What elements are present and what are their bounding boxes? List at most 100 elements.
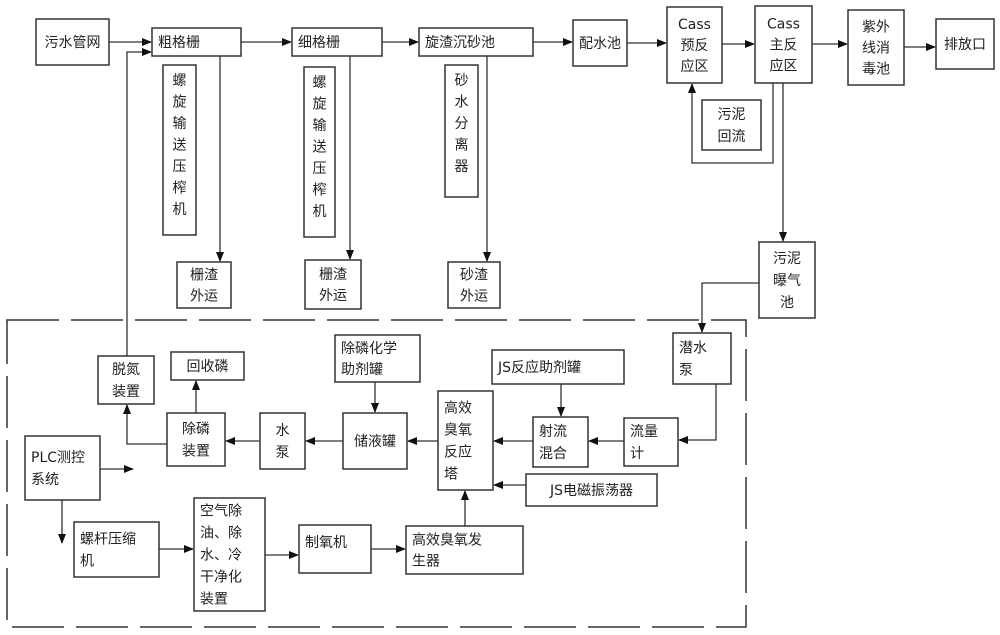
box-label-line: 榨 xyxy=(313,182,327,199)
box-label-line: 水 xyxy=(455,95,469,111)
box-label-line: 器 xyxy=(455,159,469,175)
box-label-line: 离 xyxy=(455,137,469,154)
box-label-line: 压 xyxy=(173,159,187,175)
box-outline xyxy=(97,355,155,405)
box-label-line: 机 xyxy=(173,202,187,218)
box-outline xyxy=(447,261,501,309)
box-label-line: 线消 xyxy=(862,41,890,57)
box-label-line: 除磷 xyxy=(182,422,210,438)
box-label-line: 塔 xyxy=(444,467,458,483)
box-label-line: 助剂罐 xyxy=(341,362,383,378)
box-oxygen: 制氧机 xyxy=(298,524,372,574)
box-label-line: 细格栅 xyxy=(298,35,340,51)
box-label-line: 排放口 xyxy=(944,37,986,53)
box-grit: 旋渣沉砂池 xyxy=(418,27,534,57)
box-label-line: 池 xyxy=(780,295,794,311)
box-label-line: 输 xyxy=(313,118,327,134)
box-outline xyxy=(334,334,421,383)
box-label-line: 螺 xyxy=(313,75,327,91)
box-label-line: 分 xyxy=(455,116,469,132)
box-label-line: 预反 xyxy=(681,38,709,54)
flow-arrows xyxy=(58,38,936,559)
box-label-line: 臭氧 xyxy=(444,423,472,439)
box-label-line: 反应 xyxy=(444,444,472,461)
box-label-line: 应区 xyxy=(770,58,798,75)
box-label-line: Cass xyxy=(767,17,800,33)
box-label-line: 制氧机 xyxy=(305,535,347,551)
box-label-line: 主反 xyxy=(770,38,798,54)
box-outline xyxy=(754,5,813,84)
box-outline xyxy=(491,349,625,385)
box-outline xyxy=(701,99,762,151)
box-label-line: 装置 xyxy=(112,384,140,400)
box-label-line: 砂渣 xyxy=(460,268,488,284)
box-label-line: 混合 xyxy=(539,446,567,462)
box-label-line: JS反应助剂罐 xyxy=(497,359,581,376)
box-label-line: 螺 xyxy=(173,73,187,89)
box-outline xyxy=(303,66,336,238)
box-label-line: 污水管网 xyxy=(45,35,101,51)
box-flowmeter: 流量计 xyxy=(623,417,679,467)
box-label-line: 曝气 xyxy=(773,273,801,289)
box-label-line: 油、除 xyxy=(200,526,242,542)
box-label-line: 生器 xyxy=(412,554,440,570)
box-label-line: 栅渣 xyxy=(319,267,347,283)
box-outline xyxy=(672,332,732,385)
box-outline xyxy=(291,27,383,57)
box-label-line: 污泥 xyxy=(773,251,801,267)
arrow-pump-to-flowmeter xyxy=(678,384,717,444)
box-storage: 储液罐 xyxy=(342,412,408,470)
box-recover-p: 回收磷 xyxy=(170,351,245,381)
box-label-line: 输 xyxy=(173,116,187,132)
box-label-line: 回流 xyxy=(718,129,746,145)
treatment-subsystem-boundary xyxy=(6,319,747,628)
box-label-line: 高效 xyxy=(444,400,472,417)
box-label-line: 紫外 xyxy=(862,20,890,36)
box-label-line: 旋渣沉砂池 xyxy=(425,35,495,51)
box-label-line: 送 xyxy=(313,140,327,156)
box-outline xyxy=(166,412,226,467)
box-label-line: 外运 xyxy=(190,289,218,305)
box-outline xyxy=(935,18,995,70)
box-label-line: 送 xyxy=(173,138,187,154)
box-outline xyxy=(444,64,479,198)
box-label-line: 计 xyxy=(630,446,644,462)
box-js-tank: JS反应助剂罐 xyxy=(491,349,625,385)
box-label-line: 系统 xyxy=(31,472,59,488)
box-label-line: 应区 xyxy=(681,58,709,75)
box-label-line: 高效臭氧发 xyxy=(412,532,482,549)
box-label-line: 流量 xyxy=(630,424,658,440)
box-label-line: 装置 xyxy=(182,444,210,460)
box-outline xyxy=(437,390,494,491)
box-outline xyxy=(162,64,197,236)
box-outline xyxy=(572,19,628,67)
box-label-line: 砂 xyxy=(455,73,469,89)
box-outline xyxy=(151,27,242,57)
box-label-line: 粗格栅 xyxy=(158,35,200,51)
box-fine: 细格栅 xyxy=(291,27,383,57)
box-outline xyxy=(847,9,905,86)
box-outline xyxy=(623,417,679,467)
box-label-line: 空气除 xyxy=(200,504,242,520)
box-outline xyxy=(532,416,589,468)
box-label-line: 机 xyxy=(80,554,94,570)
box-label-line: 配水池 xyxy=(579,36,621,52)
box-label-line: 旋 xyxy=(173,95,187,111)
box-label-line: 毒池 xyxy=(862,62,890,78)
box-label-line: Cass xyxy=(678,17,711,33)
box-label-line: 装置 xyxy=(200,592,228,608)
